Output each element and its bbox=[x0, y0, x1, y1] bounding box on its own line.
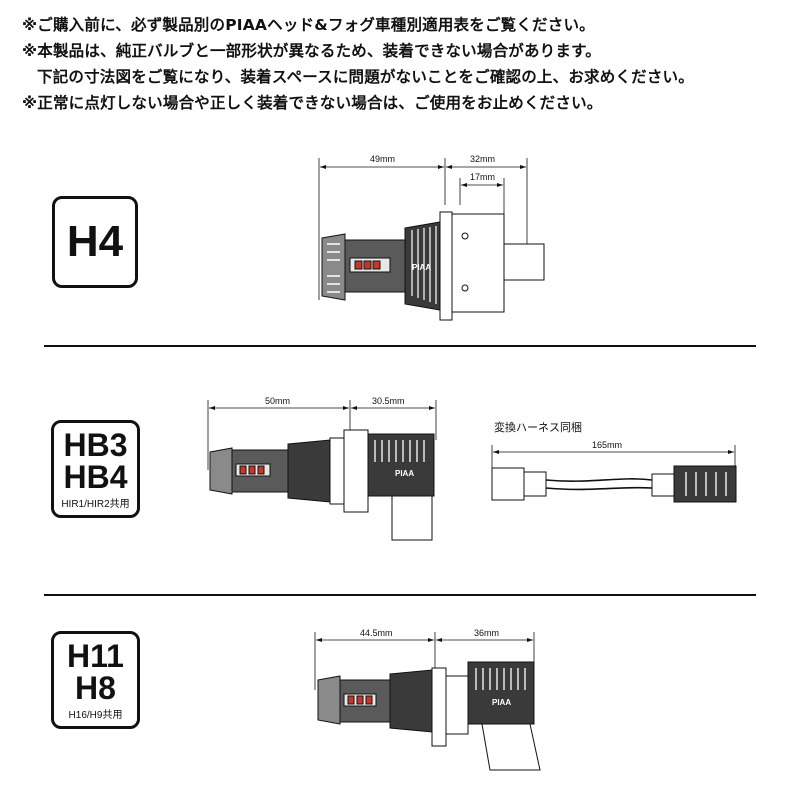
h4-dim-b: 32mm bbox=[470, 154, 495, 164]
note-line-1: ※ご購入前に、必ず製品別のPIAAヘッド&フォグ車種別適用表をご覧ください。 bbox=[22, 16, 595, 34]
note-line-2: ※本製品は、純正バルブと一部形状が異なるため、装着できない場合があります。 bbox=[22, 42, 601, 60]
h11-dim-a: 44.5mm bbox=[360, 628, 393, 638]
badge-hb4-label: HB4 bbox=[63, 458, 128, 495]
badge-h4-label: H4 bbox=[66, 217, 124, 266]
h11-dim-b: 36mm bbox=[474, 628, 499, 638]
badge-hb3-hb4: HB3 HB4 HIR1/HIR2共用 bbox=[51, 420, 140, 518]
h4-bulb-drawing bbox=[321, 211, 545, 321]
note-line-4: ※正常に点灯しない場合や正しく装着できない場合は、ご使用をお止めください。 bbox=[22, 94, 603, 112]
hb-brand-label: PIAA bbox=[395, 469, 414, 478]
hb-dim-a: 50mm bbox=[265, 396, 290, 406]
badge-hb3-label: HB3 bbox=[63, 426, 128, 463]
badge-h4: H4 bbox=[52, 196, 138, 288]
harness-drawing bbox=[491, 465, 737, 503]
note-line-3: 下記の寸法図をご覧になり、装着スペースに問題がないことをご確認の上、お求めくださ… bbox=[37, 68, 694, 86]
notes-block: ※ご購入前に、必ず製品別のPIAAヘッド&フォグ車種別適用表をご覧ください。 ※… bbox=[22, 12, 792, 116]
h4-dim-c: 17mm bbox=[470, 172, 495, 182]
hb-bulb-drawing bbox=[209, 429, 435, 541]
badge-h11-sub: H16/H9共用 bbox=[68, 709, 123, 721]
badge-hb-sub: HIR1/HIR2共用 bbox=[61, 498, 130, 510]
badge-h8-label: H8 bbox=[75, 669, 116, 706]
harness-length: 165mm bbox=[592, 440, 622, 450]
hb-dim-b: 30.5mm bbox=[372, 396, 405, 406]
badge-h11-h8: H11 H8 H16/H9共用 bbox=[51, 631, 140, 729]
h11-brand-label: PIAA bbox=[492, 698, 511, 707]
divider-2 bbox=[44, 594, 756, 596]
divider-1 bbox=[44, 345, 756, 347]
h4-brand-label: PIAA bbox=[412, 263, 431, 272]
h11-bulb-drawing bbox=[317, 661, 541, 771]
h4-dim-a: 49mm bbox=[370, 154, 395, 164]
harness-caption: 変換ハーネス同梱 bbox=[494, 421, 582, 434]
badge-h11-label: H11 bbox=[67, 637, 124, 674]
